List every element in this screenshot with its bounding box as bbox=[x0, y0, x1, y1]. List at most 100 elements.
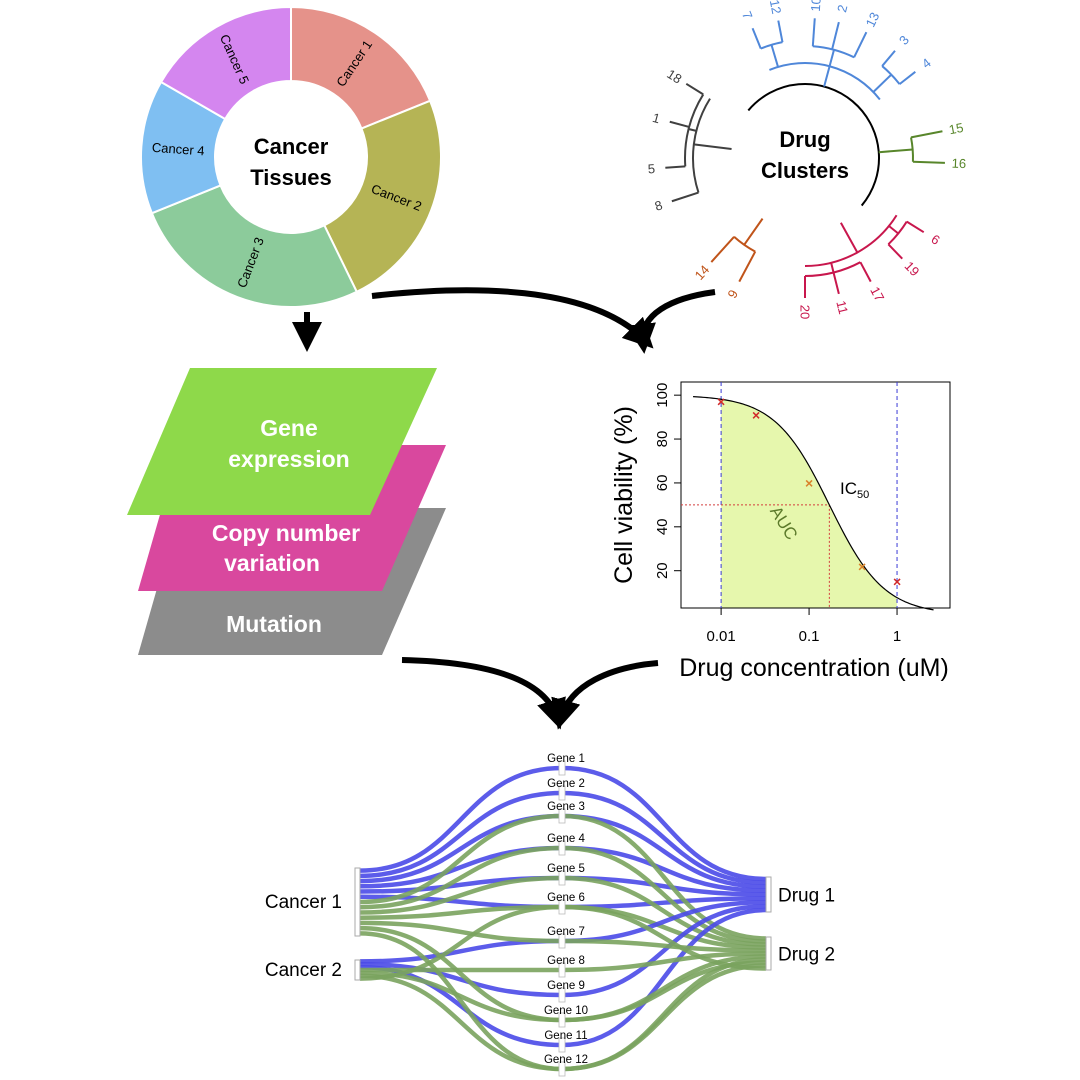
y-axis-title: Cell viability (%) bbox=[610, 406, 638, 584]
dendrogram-leaf-branch bbox=[665, 165, 686, 169]
drug-leaf-label: 3 bbox=[896, 32, 912, 47]
dendrogram-root-arc bbox=[747, 83, 880, 207]
data-point-5: × bbox=[893, 574, 901, 590]
drug-leaf-label: 11 bbox=[833, 299, 851, 316]
dendrogram-subgroup-stem bbox=[872, 73, 893, 93]
copy-number-label-line2: variation bbox=[224, 550, 320, 576]
gene-node bbox=[558, 987, 566, 1003]
gene-label: Gene 8 bbox=[547, 955, 585, 967]
gene-label: Gene 11 bbox=[544, 1030, 587, 1042]
y-tick-label: 20 bbox=[654, 562, 671, 579]
dendrogram-group-arc bbox=[692, 98, 711, 193]
gene-expression-layer bbox=[127, 368, 437, 515]
drug-node-label: Drug 1 bbox=[778, 886, 835, 907]
gene-expression-label-line2: expression bbox=[228, 446, 349, 472]
dendrogram-subgroup-stem bbox=[688, 127, 697, 132]
dendrogram-leaf-branch bbox=[777, 20, 784, 43]
drug-leaf-label: 17 bbox=[867, 284, 887, 304]
gene-label: Gene 4 bbox=[547, 833, 585, 845]
drug-leaf-label: 6 bbox=[929, 231, 943, 248]
drug-leaf-label: 14 bbox=[692, 262, 713, 283]
data-point-3: × bbox=[805, 475, 813, 491]
gene-label: Gene 9 bbox=[547, 980, 585, 992]
cancer-node-label: Cancer 1 bbox=[265, 892, 342, 913]
cancer-tissues-title-line2: Tissues bbox=[250, 165, 332, 190]
dendrogram-leaf-branch bbox=[898, 71, 916, 85]
ic50-label: IC50 bbox=[840, 479, 869, 501]
dendrogram-leaf-branch bbox=[685, 82, 704, 96]
gene-node bbox=[558, 1037, 566, 1053]
drug-leaf-label: 13 bbox=[863, 10, 883, 30]
mutation-label: Mutation bbox=[226, 611, 322, 637]
gene-label: Gene 3 bbox=[547, 801, 585, 813]
dendrogram-group-stem bbox=[823, 65, 831, 87]
dendrogram-leaf-branch bbox=[671, 191, 699, 203]
dendrogram-leaf-branch bbox=[811, 18, 816, 47]
drug-leaf-label: 7 bbox=[739, 9, 756, 21]
cancer-node-label: Cancer 2 bbox=[265, 960, 342, 981]
donut-segment-cancer-5 bbox=[159, 5, 292, 121]
drug-leaf-label: 18 bbox=[664, 66, 684, 86]
dendrogram-leaf-branch bbox=[710, 236, 735, 263]
drug-leaf-label: 2 bbox=[834, 3, 850, 14]
dendrogram-group-stem bbox=[693, 143, 732, 150]
arrow-curve-to-network bbox=[551, 660, 659, 730]
dendrogram-leaf-branch bbox=[906, 220, 925, 234]
dendrogram-subgroup-arc bbox=[684, 93, 705, 167]
drug-leaf-label: 16 bbox=[951, 156, 966, 171]
copy-number-label-line1: Copy number bbox=[212, 520, 360, 546]
gene-node bbox=[558, 808, 566, 824]
drug-node bbox=[765, 936, 772, 971]
drug-leaf-label: 12 bbox=[767, 0, 784, 15]
donut-segment-cancer-2 bbox=[322, 99, 442, 294]
dendrogram-leaf-branch bbox=[912, 160, 945, 164]
data-point-2: × bbox=[752, 407, 760, 423]
arrow-omics-to-network bbox=[401, 657, 566, 730]
x-tick-label: 0.01 bbox=[707, 628, 736, 645]
data-point-1: × bbox=[717, 394, 725, 410]
drug-node-label: Drug 2 bbox=[778, 945, 835, 966]
gene-node bbox=[558, 899, 566, 915]
y-tick-label: 40 bbox=[654, 518, 671, 535]
gene-expression-label-line1: Gene bbox=[260, 415, 318, 441]
donut-segment-cancer-1 bbox=[290, 5, 432, 130]
gene-node bbox=[558, 1012, 566, 1028]
drug-leaf-label: 5 bbox=[647, 161, 655, 176]
dendrogram-group-arc bbox=[733, 236, 756, 253]
donut-label-cancer-4: Cancer 4 bbox=[151, 140, 205, 159]
drug-clusters-title-line1: Drug bbox=[779, 127, 830, 152]
gene-label: Gene 5 bbox=[547, 863, 585, 875]
gene-node bbox=[558, 962, 566, 978]
dendrogram-group-stem bbox=[743, 218, 764, 246]
dendrogram-subgroup-stem bbox=[828, 49, 835, 67]
x-tick-label: 0.1 bbox=[799, 628, 820, 645]
cancer-node bbox=[354, 867, 361, 937]
dose-response-curve bbox=[693, 396, 934, 611]
cancer-tissues-title-line1: Cancer bbox=[254, 134, 329, 159]
dendrogram-leaf-branch bbox=[881, 50, 896, 67]
plot-frame bbox=[680, 381, 951, 609]
drug-leaf-label: 8 bbox=[653, 197, 665, 214]
dendrogram-leaf-branch bbox=[831, 21, 840, 50]
gene-node bbox=[558, 785, 566, 801]
gene-node bbox=[558, 1061, 566, 1077]
flow-arrows bbox=[292, 287, 716, 730]
y-tick-label: 80 bbox=[654, 431, 671, 448]
omics-layers: Mutation Copy number variation Gene expr… bbox=[127, 368, 446, 655]
dendrogram-subgroup-arc bbox=[812, 45, 855, 59]
dendrogram-subgroup-stem bbox=[888, 225, 899, 235]
gene-label: Gene 12 bbox=[544, 1054, 588, 1066]
y-tick-label: 100 bbox=[654, 383, 671, 408]
gene-node bbox=[558, 840, 566, 856]
drug-leaf-label: 10 bbox=[808, 0, 824, 12]
dendrogram-leaf-branch bbox=[832, 272, 840, 295]
gene-label: Gene 7 bbox=[547, 926, 585, 938]
drug-node bbox=[765, 876, 772, 913]
x-axis-title: Drug concentration (uM) bbox=[679, 654, 949, 682]
arrow-clusters-to-curve bbox=[626, 289, 716, 354]
dendrogram-leaf-branch bbox=[669, 120, 690, 128]
dendrogram-leaf-branch bbox=[859, 261, 872, 283]
